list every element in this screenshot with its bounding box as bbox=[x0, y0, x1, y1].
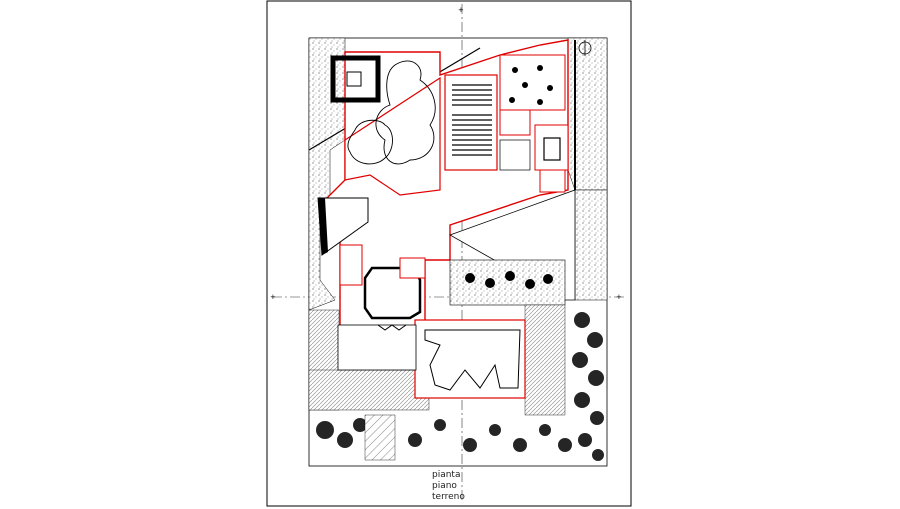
seating-icon bbox=[452, 84, 492, 156]
terrace-right bbox=[524, 304, 566, 416]
auditorium bbox=[444, 74, 498, 171]
wc-block-top bbox=[539, 169, 566, 193]
pool-block bbox=[414, 319, 526, 399]
steps bbox=[377, 324, 407, 331]
office-room-1 bbox=[499, 109, 531, 136]
organic-shape-2 bbox=[347, 119, 393, 165]
steps-bottom bbox=[364, 414, 396, 461]
tree-icon bbox=[465, 271, 553, 289]
terrain-stipple-right bbox=[567, 37, 608, 191]
meeting-table bbox=[543, 137, 561, 161]
furniture-clusters bbox=[509, 65, 553, 105]
axis-marker-right: + bbox=[616, 293, 622, 301]
office-room-3 bbox=[499, 139, 531, 171]
drawing-caption: pianta piano terreno bbox=[432, 470, 465, 503]
caption-line-3: terreno bbox=[432, 492, 465, 502]
entrance-canopy-dark bbox=[318, 198, 328, 255]
trees-bottom bbox=[316, 418, 572, 452]
trees-right bbox=[572, 312, 604, 461]
caption-line-2: piano bbox=[432, 481, 457, 491]
axis-marker-top: + bbox=[458, 6, 464, 14]
pool-shape bbox=[424, 329, 521, 391]
sheet-border bbox=[266, 0, 632, 507]
entrance-canopy bbox=[317, 197, 369, 256]
terrace-bottom bbox=[308, 369, 430, 411]
service-block-right bbox=[399, 257, 426, 279]
service-block-left bbox=[339, 244, 363, 286]
caption-line-1: pianta bbox=[432, 470, 461, 480]
dark-room-inner bbox=[346, 71, 362, 87]
organic-shape-1 bbox=[375, 60, 436, 165]
office-room-2 bbox=[534, 124, 569, 171]
axis-marker-left: + bbox=[270, 293, 276, 301]
north-arrow-icon bbox=[578, 40, 592, 56]
terrain-stipple-right-low bbox=[574, 189, 608, 301]
lower-hall bbox=[337, 324, 417, 371]
dark-room bbox=[330, 55, 381, 103]
